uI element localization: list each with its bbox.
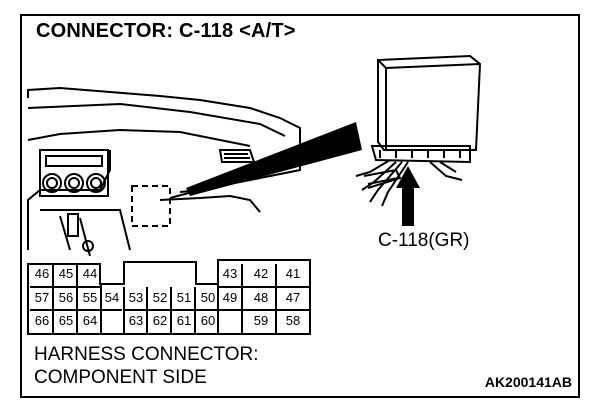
pin-cell: 55 (82, 290, 98, 305)
pin-cell: 63 (128, 313, 144, 328)
figure-code: AK200141AB (484, 374, 572, 390)
pin-cell: 41 (285, 266, 301, 281)
pin-cell: 47 (285, 290, 301, 305)
pin-cell: 54 (104, 290, 120, 305)
pin-cell: 46 (34, 266, 50, 281)
pointer-arrow (396, 166, 420, 226)
wire-harness (355, 159, 463, 207)
pin-cell: 50 (200, 290, 216, 305)
connector-location-marker (131, 185, 171, 227)
pin-cell: 66 (34, 313, 50, 328)
pin-cell: 43 (222, 266, 238, 281)
pin-cell: 53 (128, 290, 144, 305)
pin-cell: 64 (82, 313, 98, 328)
pin-cell: 59 (253, 313, 269, 328)
pin-cell: 57 (34, 290, 50, 305)
pin-cell: 61 (176, 313, 192, 328)
leader-wedge (186, 122, 362, 196)
caption-line-1: HARNESS CONNECTOR: (34, 344, 259, 365)
dashboard-drawing (27, 86, 301, 257)
pin-cell: 65 (58, 313, 74, 328)
pin-cell: 52 (152, 290, 168, 305)
pin-cell: 62 (152, 313, 168, 328)
pin-cell: 51 (176, 290, 192, 305)
pin-cell: 60 (200, 313, 216, 328)
diagram-frame (20, 14, 580, 398)
pin-cell: 45 (58, 266, 74, 281)
ecu-module (370, 54, 482, 164)
pin-cell: 42 (253, 266, 269, 281)
caption-line-2: COMPONENT SIDE (34, 367, 207, 388)
pin-cell: 56 (58, 290, 74, 305)
pin-cell: 58 (285, 313, 301, 328)
pin-cell: 44 (82, 266, 98, 281)
pin-cell: 48 (253, 290, 269, 305)
pin-cell: 49 (222, 290, 238, 305)
diagram-title: CONNECTOR: C-118 <A/T> (36, 20, 296, 42)
connector-callout-label: C-118(GR) (378, 230, 470, 251)
